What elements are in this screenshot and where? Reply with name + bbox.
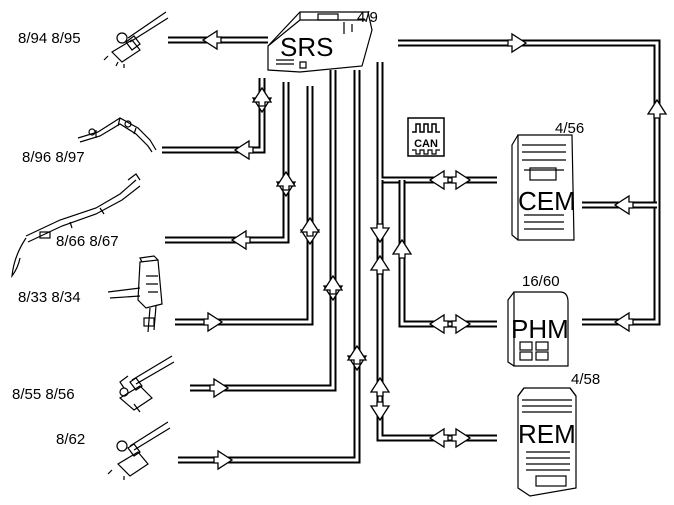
arrow-up-icon (275, 170, 297, 191)
arrow-up-icon (369, 376, 391, 397)
phm-module: PHM 16/60 (507, 273, 569, 367)
arrow-left-icon (233, 139, 254, 161)
cem-ref-label: 4/56 (555, 120, 584, 137)
arrow-left-icon (613, 311, 634, 333)
arrow-up-icon (346, 344, 368, 365)
cem-module: CEM 4/56 (511, 120, 584, 241)
arrow-left-icon (428, 313, 449, 335)
path-srs-c6 (178, 70, 361, 464)
component-5-label: 8/55 8/56 (12, 386, 75, 403)
arrow-right-icon (451, 313, 472, 335)
arrow-right-icon (213, 449, 234, 471)
component-1-label: 8/94 8/95 (18, 30, 81, 47)
path-srs-c2 (162, 78, 266, 154)
component-4-label: 8/33 8/34 (18, 289, 81, 306)
can-bus-icon: CAN (407, 117, 445, 157)
arrow-right-icon (209, 377, 230, 399)
arrow-left-icon (201, 29, 222, 51)
path-srs-c5 (190, 70, 337, 392)
can-label: CAN (414, 138, 438, 150)
rem-ref-label: 4/58 (571, 371, 600, 388)
phm-ref-label: 16/60 (522, 273, 560, 290)
arrow-up-icon (369, 254, 391, 275)
rem-label: REM (518, 419, 576, 449)
rem-module: REM 4/58 (517, 371, 600, 497)
component-6-label: 8/62 (56, 431, 85, 448)
arrow-left-icon (613, 194, 634, 216)
arrow-up-icon (322, 274, 344, 295)
arrow-left-icon (230, 229, 251, 251)
signal-paths (162, 36, 661, 464)
component-4: 8/33 8/34 (18, 255, 163, 333)
arrow-down-icon (369, 223, 391, 244)
srs-module: SRS 4/9 (267, 9, 378, 73)
component-2-label: 8/96 8/97 (22, 149, 85, 166)
arrow-up-icon (646, 98, 668, 119)
arrow-up-icon (391, 238, 413, 259)
direction-arrows (201, 29, 668, 471)
arrow-left-icon (428, 169, 449, 191)
component-5: 8/55 8/56 (12, 355, 175, 413)
phm-label: PHM (511, 314, 569, 344)
path-srs-c3 (165, 82, 290, 244)
component-3-label: 8/66 8/67 (56, 233, 119, 250)
arrow-right-icon (451, 427, 472, 449)
srs-label: SRS (280, 32, 333, 62)
cem-label: CEM (518, 186, 576, 216)
component-6: 8/62 (56, 421, 171, 480)
arrow-right-icon (451, 169, 472, 191)
arrow-right-icon (203, 311, 224, 333)
srs-ref-label: 4/9 (357, 9, 378, 26)
component-2: 8/96 8/97 (22, 117, 157, 166)
path-srs-c4 (175, 86, 314, 326)
arrow-right-icon (507, 32, 528, 54)
arrow-left-icon (428, 427, 449, 449)
arrow-down-icon (369, 401, 391, 422)
arrow-up-icon (299, 216, 321, 237)
component-1: 8/94 8/95 (18, 11, 169, 68)
component-3: 8/66 8/67 (11, 173, 141, 279)
arrow-up-icon (251, 86, 273, 107)
